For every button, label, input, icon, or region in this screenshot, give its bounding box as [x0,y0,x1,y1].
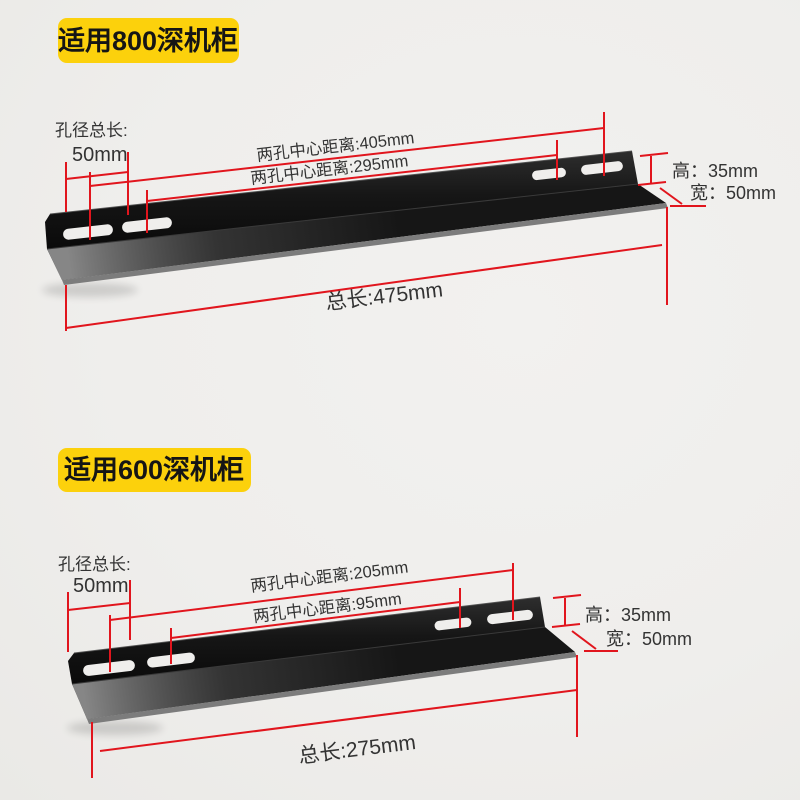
dim-800-width-leader [659,187,683,205]
bracket-800-flange-edge [62,203,668,285]
bracket-800-shadow [42,283,138,297]
label-600-total-length: 总长:275mm [297,731,417,768]
label-600-center-distance-205: 两孔中心距离:205mm [249,557,409,595]
dim-600-height-top-cap [552,594,582,599]
bracket-800-slot-1 [63,224,113,240]
badge-600-background [58,448,251,492]
label-600-hole-length-value: 50mm [73,575,129,597]
bracket-600-slot-4 [487,609,533,625]
bracket-800-face [45,151,638,249]
bracket-800-fold-line [46,183,639,250]
dim-800-hole-length-line [65,171,129,180]
label-600-height: 高：35mm [585,605,671,625]
label-800-width: 宽：50mm [690,183,776,203]
badge-800-label: 适用800深机柜 [58,26,238,56]
label-800-hole-length-value: 50mm [72,144,128,166]
label-800-height: 高：35mm [672,161,758,181]
dim-800-405-line [89,127,605,187]
dim-600-width-leader [571,630,597,650]
badge-800-background [58,18,239,63]
bracket-600-flange-sheen [72,627,575,719]
diagram-800-deep: 适用800深机柜 孔径总长: 50mm 两孔中心距离:40 [42,18,776,331]
bracket-600-slot-3 [434,617,472,631]
dim-600-205-line [109,569,514,621]
badge-600-label: 适用600深机柜 [64,455,244,485]
label-800-hole-length: 孔径总长: [55,121,128,140]
dim-800-295-line [146,154,558,202]
dim-600-hole-length-line [67,602,131,611]
bracket-600-top-edge-highlight [73,596,541,654]
label-600-hole-length: 孔径总长: [58,555,131,574]
bracket-800-flange-sheen [47,184,666,280]
bracket-600-shadow [67,721,163,735]
bracket-600-flange-edge [87,652,577,724]
dim-800-total-line [65,244,663,329]
label-600-width: 宽：50mm [606,629,692,649]
diagram-600-deep: 适用600深机柜 孔径总长: 50mm 两孔中心距离:20 [58,448,692,778]
dim-800-height-top-cap [639,152,669,157]
dim-600-total-line [99,689,578,752]
dim-600-95-line [170,601,461,639]
bracket-600-fold-line [71,626,546,685]
bracket-800-slot-4 [581,161,623,175]
